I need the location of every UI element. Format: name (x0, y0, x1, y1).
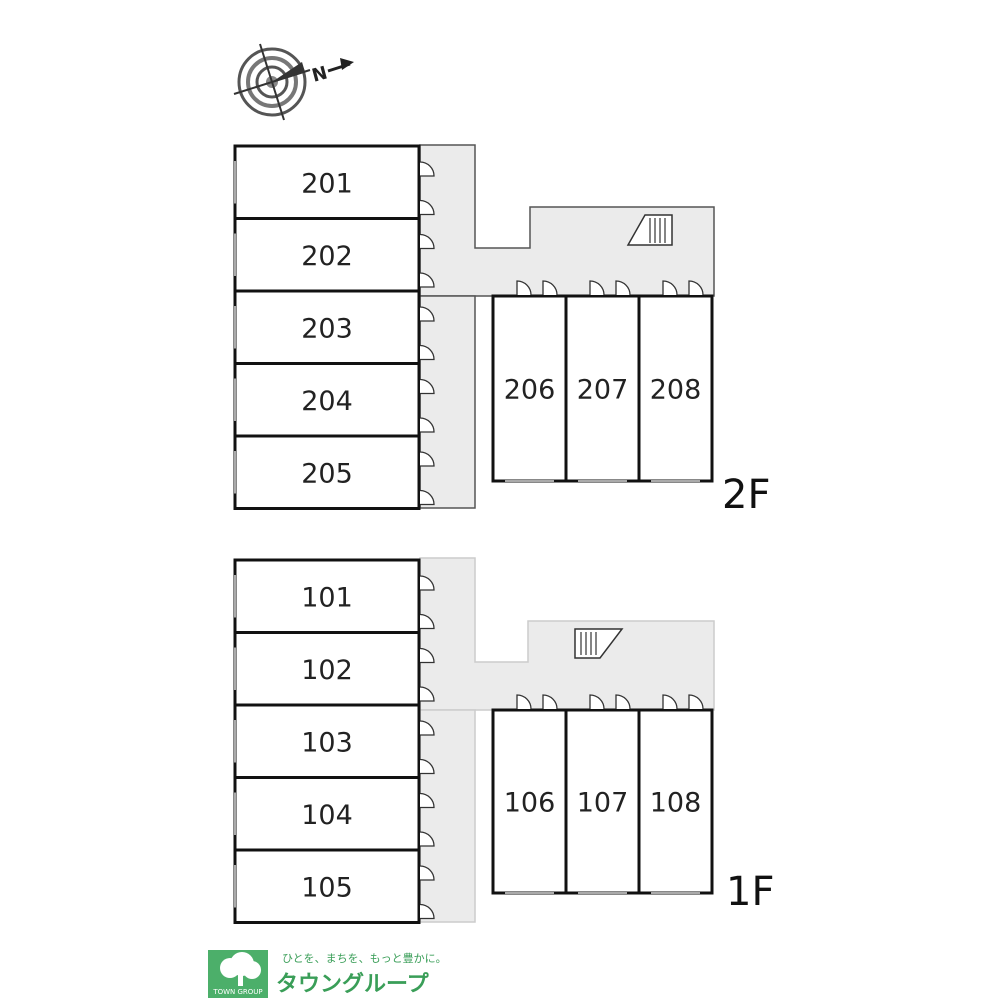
brand-name: タウングループ (276, 972, 429, 997)
unit-103: 103 (233, 703, 435, 779)
door-icon (419, 272, 435, 288)
unit-label-108: 108 (650, 788, 702, 819)
unit-label-103: 103 (301, 727, 353, 758)
unit-label-202: 202 (301, 241, 353, 272)
door-icon (589, 280, 605, 296)
unit-label-106: 106 (504, 788, 556, 819)
door-icon (589, 694, 605, 710)
unit-207: 207 (564, 280, 641, 483)
door-icon (542, 694, 558, 710)
unit-label-102: 102 (301, 655, 353, 686)
unit-205: 205 (233, 434, 435, 510)
door-icon (419, 792, 435, 809)
unit-label-206: 206 (504, 375, 556, 406)
floor-label-1f: 1F (726, 869, 774, 915)
unit-label-207: 207 (577, 375, 629, 406)
door-icon (419, 831, 435, 847)
door-icon (662, 694, 678, 710)
door-icon (419, 378, 435, 395)
door-icon (419, 233, 435, 250)
logo-text: TOWN GROUP (213, 988, 263, 996)
unit-105: 105 (233, 848, 435, 924)
door-icon (419, 417, 435, 433)
floor-2f: 201 202 203 204 205 206 207 208 2F (233, 144, 770, 518)
stair-2f-treads (649, 218, 666, 243)
door-icon (419, 344, 435, 361)
unit-206: 206 (491, 280, 568, 483)
compass-label: N (310, 63, 330, 87)
door-icon (419, 199, 435, 216)
unit-204: 204 (233, 362, 435, 438)
door-icon (615, 280, 631, 296)
unit-label-205: 205 (301, 458, 353, 489)
door-icon (419, 720, 435, 736)
floor-1f: 101 102 103 104 105 106 107 108 1F (233, 557, 774, 924)
unit-label-208: 208 (650, 375, 702, 406)
unit-label-107: 107 (577, 788, 629, 819)
unit-208: 208 (637, 280, 714, 483)
town-group-logo: TOWN GROUP (208, 950, 268, 998)
door-icon (419, 758, 435, 775)
door-icon (419, 647, 435, 664)
unit-203: 203 (233, 289, 435, 365)
door-icon (419, 613, 435, 630)
door-icon (419, 575, 435, 591)
stair-1f-treads (580, 632, 597, 655)
unit-label-104: 104 (301, 800, 353, 831)
door-icon (419, 451, 435, 467)
unit-101: 101 (233, 558, 435, 634)
door-icon (419, 161, 435, 177)
unit-107: 107 (564, 694, 641, 895)
stair-1f-icon (574, 628, 624, 659)
compass-icon: N (233, 43, 354, 121)
tree-icon (220, 952, 261, 986)
corridor-1f (419, 557, 715, 711)
door-icon (662, 280, 678, 296)
door-icon (419, 686, 435, 702)
door-icon (516, 694, 532, 710)
door-icon (516, 280, 532, 296)
unit-106: 106 (491, 694, 568, 895)
door-icon (419, 489, 435, 506)
unit-108: 108 (637, 694, 714, 895)
door-icon (615, 694, 631, 710)
unit-label-204: 204 (301, 386, 353, 417)
door-icon (688, 280, 704, 296)
unit-label-203: 203 (301, 313, 353, 344)
unit-label-101: 101 (301, 582, 353, 613)
unit-102: 102 (233, 631, 435, 707)
floor-label-2f: 2F (722, 472, 770, 518)
door-icon (419, 903, 435, 920)
door-icon (419, 865, 435, 881)
unit-104: 104 (233, 776, 435, 852)
brand-slogan: ひとを、まちを、もっと豊かに。 (282, 952, 447, 965)
door-icon (419, 306, 435, 322)
door-icon (688, 694, 704, 710)
unit-label-201: 201 (301, 168, 353, 199)
unit-202: 202 (233, 217, 435, 293)
unit-label-105: 105 (301, 872, 353, 903)
corridor-1f-lower (419, 709, 476, 923)
corridor-2f-lower (419, 295, 476, 509)
door-icon (542, 280, 558, 296)
unit-201: 201 (233, 144, 435, 220)
